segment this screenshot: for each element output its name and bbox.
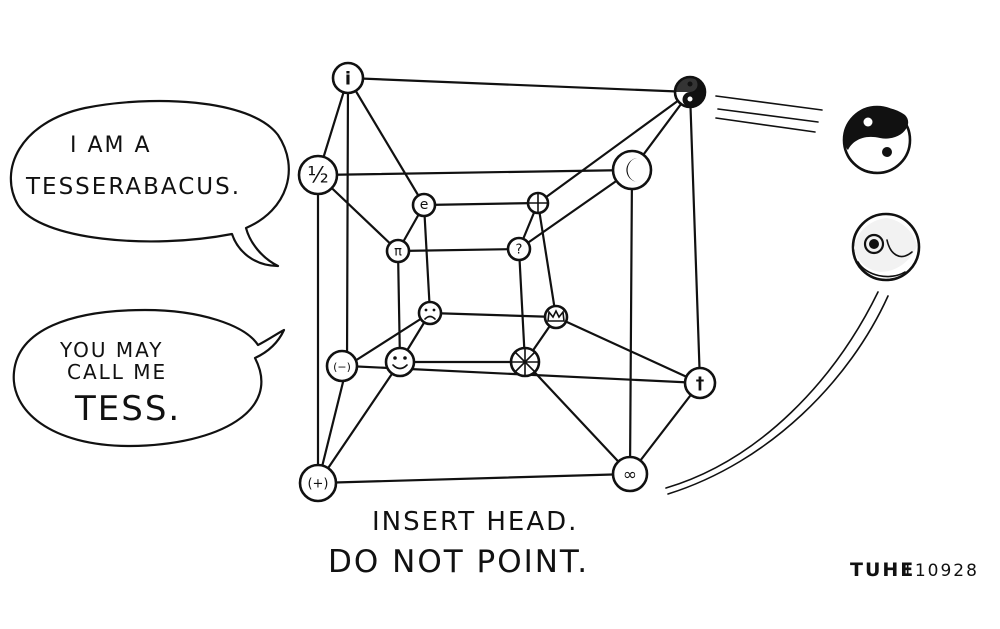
signature-mark: TUHE: [850, 559, 915, 581]
svg-text:½: ½: [307, 164, 328, 189]
bead-half: ½: [297, 154, 339, 196]
signature-date: 110928: [902, 561, 979, 581]
bead-infinity: ∞: [611, 455, 649, 493]
speech-bubble-bottom: YOU MAY CALL ME TESS.: [12, 308, 286, 448]
crossed-circle-icon: [526, 191, 550, 215]
bead-minus: (−): [325, 349, 359, 383]
bead-pi: π: [385, 238, 411, 264]
yin-yang-icon: [673, 75, 707, 109]
bubble-top-line1: I AM A: [70, 133, 152, 158]
svg-text:?: ?: [516, 243, 523, 258]
bubble-bottom-line1: YOU MAY: [59, 338, 163, 362]
bead-i: i: [331, 61, 365, 95]
motion-lines: [665, 95, 889, 495]
floating-yin-yang-icon: [842, 105, 912, 175]
svg-text:π: π: [394, 245, 402, 260]
tesseract-edges: [316, 76, 702, 485]
bead-dagger: †: [683, 366, 717, 400]
caption-line2: DO NOT POINT.: [328, 544, 589, 580]
crescent-moon-icon: [611, 149, 653, 191]
svg-text:e: e: [420, 197, 429, 213]
bead-plus: (+): [298, 463, 338, 503]
smile-face-icon: [384, 346, 416, 378]
svg-text:i: i: [345, 69, 351, 90]
caption-line1: INSERT HEAD.: [372, 507, 578, 537]
svg-text:∞: ∞: [623, 465, 637, 485]
frown-face-icon: [417, 300, 443, 326]
bead-e: e: [411, 192, 437, 218]
crown-icon: [543, 304, 569, 330]
eye-wave-icon: [851, 212, 921, 282]
bubble-bottom-line3: TESS.: [74, 389, 181, 429]
svg-text:(−): (−): [333, 361, 351, 374]
bubble-bottom-line2: CALL ME: [67, 360, 167, 384]
bubble-top-line2: TESSERABACUS.: [25, 174, 241, 200]
svg-text:(+): (+): [307, 477, 328, 492]
speech-bubble-top: I AM A TESSERABACUS.: [9, 99, 290, 268]
bead-question: ?: [506, 236, 532, 262]
svg-text:†: †: [696, 374, 705, 394]
asterisk-wheel-icon: [509, 346, 541, 378]
